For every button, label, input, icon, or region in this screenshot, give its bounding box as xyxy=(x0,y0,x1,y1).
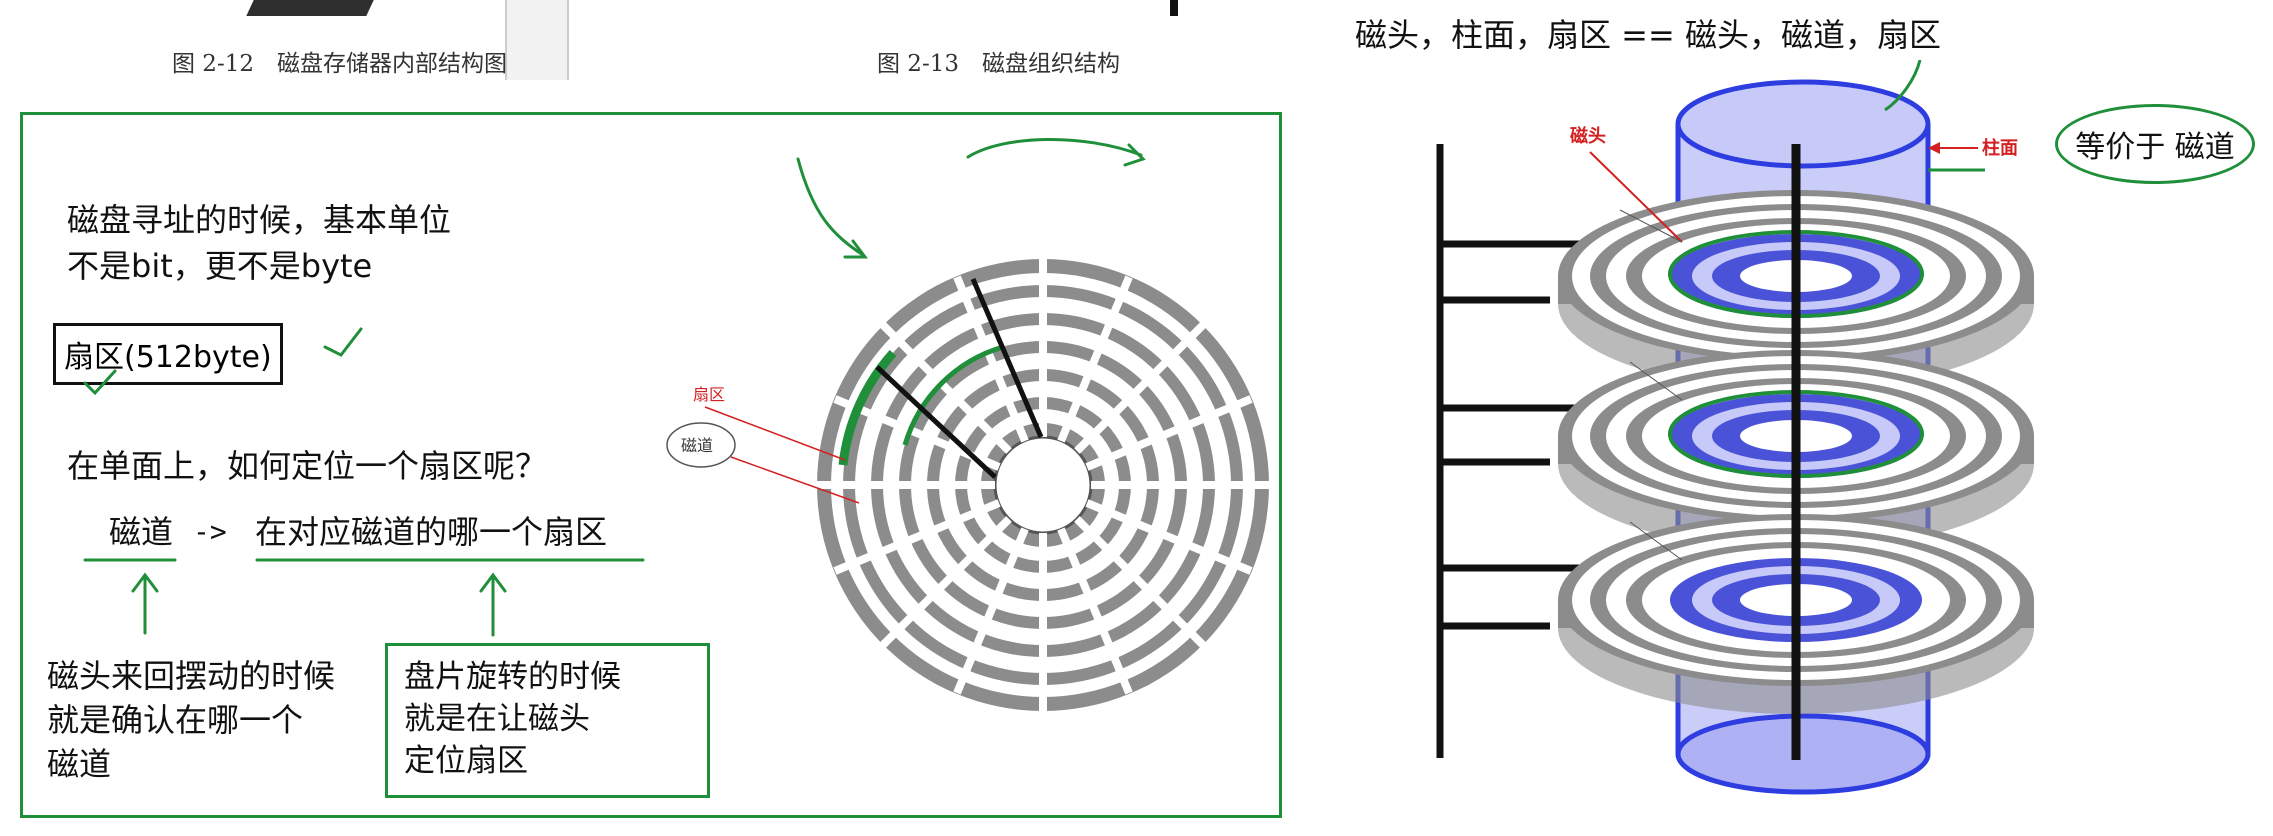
figure-caption-2-13: 图 2-13 磁盘组织结构 xyxy=(877,51,1120,77)
cylinder-top xyxy=(1675,79,1931,169)
figure-caption-2-12: 图 2-12 磁盘存储器内部结构图 xyxy=(172,51,507,77)
platter-rings xyxy=(817,259,1269,711)
equivalent-track-text: 等价于 磁道 xyxy=(2075,130,2235,165)
rotation-arrow-top xyxy=(966,138,1143,159)
which-sector-step-label: 在对应磁道的哪一个扇区 xyxy=(255,513,608,551)
platter-stack-diagram: 磁头 柱面 xyxy=(1436,60,2034,795)
rotation-arrow-left xyxy=(796,157,865,257)
head-swing-line3: 磁道 xyxy=(47,745,112,783)
addressing-note-line2: 不是bit，更不是byte xyxy=(67,247,373,285)
notes-annotations xyxy=(83,138,1146,637)
title-link-curve xyxy=(1884,60,1922,112)
track-step-label: 磁道 xyxy=(109,513,174,551)
platter-rotate-line2: 就是在让磁头 xyxy=(404,701,590,737)
head-swing-arrowhead xyxy=(131,572,159,593)
sector-unit-box: 扇区(512byte) xyxy=(53,323,283,385)
highlighted-track-arc xyxy=(902,344,1004,446)
rotation-arrowhead-top xyxy=(1123,143,1146,167)
track-label-scribble xyxy=(666,422,736,468)
platter-rotate-line3: 定位扇区 xyxy=(404,743,528,779)
disk-track-label: 磁道 xyxy=(681,436,713,455)
checkmark-sector xyxy=(323,327,363,357)
disk-track-pointer xyxy=(730,456,860,504)
disk-sector-pointer xyxy=(704,406,846,461)
head-pointer-3 xyxy=(1629,521,1683,561)
head-pointer-2 xyxy=(1629,361,1683,401)
sector-boundary-line-2 xyxy=(970,278,1044,438)
locate-sector-question: 在单面上，如何定位一个扇区呢？ xyxy=(67,447,548,485)
platter-rotate-box: 盘片旋转的时候 就是在让磁头 定位扇区 xyxy=(385,643,710,798)
highlighted-sector xyxy=(838,349,897,466)
spindle-hole xyxy=(993,435,1093,535)
head-swing-line2: 就是确认在哪一个 xyxy=(47,701,304,739)
disk-platter-diagram: 扇区 磁道 xyxy=(666,259,1269,711)
figure-captions-strip: 图 2-12 磁盘存储器内部结构图 图 2-13 磁盘组织结构 xyxy=(0,0,1300,100)
sector-dividers xyxy=(817,259,1269,711)
device-photo-fragment xyxy=(246,0,374,16)
addressing-note-line1: 磁盘寻址的时候，基本单位 xyxy=(67,201,452,239)
equivalent-track-note: 等价于 磁道 xyxy=(2055,104,2255,184)
divider-bar xyxy=(1170,0,1178,16)
head-pointer xyxy=(1589,151,1683,243)
device-photo-fragment-2 xyxy=(505,0,569,80)
chs-equivalence-title: 磁头，柱面，扇区 == 磁头，磁道，扇区 xyxy=(1355,16,1941,54)
platter-rotate-arrowhead xyxy=(479,572,507,593)
head-label: 磁头 xyxy=(1570,125,1606,147)
checkmark-sector-2 xyxy=(83,369,117,396)
cylinder-label: 柱面 xyxy=(1982,137,2018,159)
step-arrow-text: -> xyxy=(193,515,227,548)
notes-panel: 磁盘寻址的时候，基本单位 不是bit，更不是byte 扇区(512byte) 在… xyxy=(20,112,1282,818)
sector-boundary-line-1 xyxy=(875,365,997,479)
rotation-arrowhead-left xyxy=(843,239,868,259)
head-swing-line1: 磁头来回摆动的时候 xyxy=(47,657,336,695)
disk-sector-label: 扇区 xyxy=(693,385,725,404)
platter-rotate-line1: 盘片旋转的时候 xyxy=(404,659,621,695)
cylinder-bottom xyxy=(1675,713,1931,795)
sector-unit-text: 扇区(512byte) xyxy=(64,340,272,375)
